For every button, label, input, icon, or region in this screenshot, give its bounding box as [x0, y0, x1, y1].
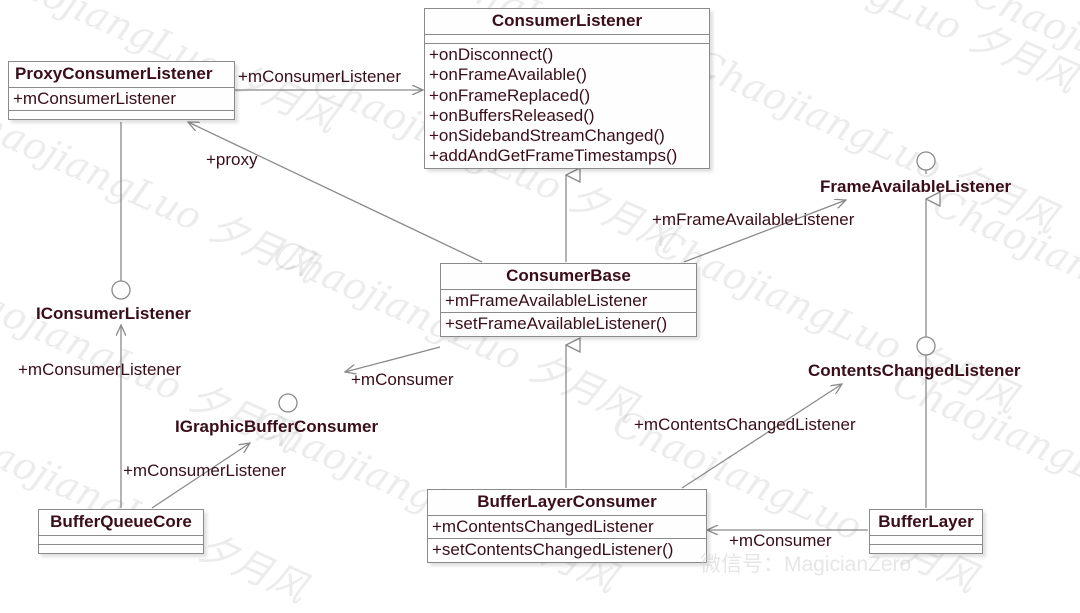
interface-frame-available-listener: FrameAvailableListener	[820, 177, 1012, 196]
attributes-section	[39, 535, 203, 544]
class-name: BufferLayer	[878, 512, 974, 531]
methods-section: +setContentsChangedListener()	[428, 538, 706, 561]
label-blc-to-contents-changed: +mContentsChangedListener	[634, 415, 856, 434]
attribute-row: +mFrameAvailableListener	[445, 291, 648, 310]
wechat-watermark: 微信号：MagicianZero	[700, 553, 912, 576]
method-row: +onDisconnect()	[429, 45, 554, 64]
label-consumer-base-to-proxy: +proxy	[206, 150, 258, 169]
igraphic-buffer-consumer-lollipop	[278, 393, 298, 413]
class-consumer-base: ConsumerBase +mFrameAvailableListener +s…	[440, 263, 697, 337]
attributes-section: +mConsumerListener	[9, 87, 234, 110]
label-queue-core-to-iconsumer: +mConsumerListener	[18, 360, 181, 379]
method-row: +onFrameAvailable()	[429, 65, 587, 85]
contents-changed-listener-lollipop	[916, 336, 936, 356]
class-buffer-queue-core: BufferQueueCore	[38, 509, 204, 554]
label-consumer-base-to-frame-available: +mFrameAvailableListener	[652, 210, 855, 229]
method-row: +onBuffersReleased()	[429, 105, 595, 125]
frame-available-listener-lollipop	[916, 151, 936, 171]
methods-section: +onDisconnect() +onFrameAvailable() +onF…	[425, 43, 709, 168]
method-row: +setContentsChangedListener()	[432, 540, 674, 560]
methods-section: +setFrameAvailableListener()	[441, 312, 696, 335]
assoc-consumer-base-to-igraphic	[345, 346, 441, 372]
method-row: +onFrameReplaced()	[429, 85, 591, 105]
attributes-section: +mFrameAvailableListener	[441, 289, 696, 312]
class-name: ProxyConsumerListener	[15, 64, 213, 83]
method-row: +onSidebandStreamChanged()	[429, 126, 665, 146]
class-name: ConsumerListener	[491, 11, 643, 30]
class-name: BufferLayerConsumer	[477, 492, 657, 511]
attributes-section	[425, 34, 709, 43]
interface-iconsumer-listener: IConsumerListener	[36, 304, 191, 323]
attribute-row: +mConsumerListener	[13, 89, 176, 108]
label-proxy-to-consumer-listener: +mConsumerListener	[238, 67, 401, 86]
methods-section	[39, 544, 203, 553]
interface-igraphic-buffer-consumer: IGraphicBufferConsumer	[175, 417, 379, 436]
label-queue-core-to-igraphic: +mConsumerListener	[123, 461, 286, 480]
method-row: +addAndGetFrameTimestamps()	[429, 146, 678, 166]
label-consumer-base-to-igraphic: +mConsumer	[351, 370, 454, 389]
class-consumer-listener: ConsumerListener +onDisconnect() +onFram…	[424, 8, 710, 169]
attributes-section	[870, 535, 982, 544]
class-proxy-consumer-listener: ProxyConsumerListener +mConsumerListener	[8, 61, 235, 121]
class-name: BufferQueueCore	[50, 512, 192, 531]
attributes-section: +mContentsChangedListener	[428, 515, 706, 538]
interface-contents-changed-listener: ContentsChangedListener	[808, 361, 1021, 380]
methods-section	[870, 544, 982, 553]
attribute-row: +mContentsChangedListener	[432, 517, 654, 536]
assoc-queue-core-to-igraphic	[151, 443, 250, 509]
label-buffer-layer-to-blc: +mConsumer	[729, 531, 832, 550]
class-name: ConsumerBase	[506, 266, 631, 285]
assoc-consumer-base-to-proxy	[188, 122, 483, 263]
class-buffer-layer: BufferLayer	[869, 509, 983, 554]
assoc-blc-to-contents-changed	[681, 384, 842, 489]
method-row: +setFrameAvailableListener()	[445, 314, 668, 334]
assoc-consumer-base-to-frame-available	[683, 200, 846, 263]
class-buffer-layer-consumer: BufferLayerConsumer +mContentsChangedLis…	[427, 489, 707, 563]
iconsumer-listener-lollipop	[111, 280, 131, 300]
methods-section	[9, 110, 234, 119]
